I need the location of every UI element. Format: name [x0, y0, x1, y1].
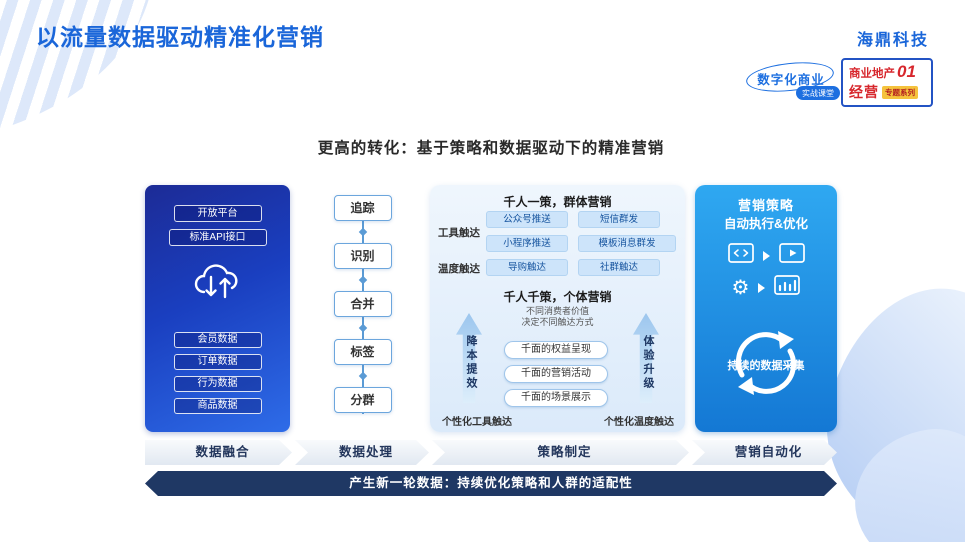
btn-official-account-push: 公众号推送 — [486, 211, 568, 228]
group-marketing-title: 千人一策，群体营销 — [503, 195, 612, 209]
btn-community-reach: 社群触达 — [578, 259, 660, 276]
step-track: 追踪 — [333, 195, 392, 221]
right-arrow-label: 体验升级 — [642, 335, 654, 391]
flow-arrows: 数据融合 数据处理 策略制定 营销自动化 — [145, 440, 837, 465]
series-number: 01 — [897, 62, 916, 81]
step-merge: 合并 — [333, 291, 392, 317]
connector-diamond — [358, 275, 367, 285]
flow-step-automation: 营销自动化 — [692, 440, 837, 465]
flow-step-data-fusion: 数据融合 — [145, 440, 292, 465]
badge-series-row1: 商业地产 01 — [849, 63, 925, 81]
automation-caption: 持续的数据采集 — [727, 360, 805, 372]
series-tag: 专题系列 — [882, 85, 918, 99]
btn-template-message: 模板消息群发 — [578, 235, 676, 252]
flow-step-data-processing: 数据处理 — [295, 440, 429, 465]
pill-member-data: 会员数据 — [173, 332, 262, 348]
btn-miniprogram-push: 小程序推送 — [486, 235, 568, 252]
video-player-icon — [778, 243, 805, 268]
code-window-icon — [727, 243, 754, 268]
badge-series: 商业地产 01 经营 专题系列 — [841, 58, 933, 107]
pill-behavior-data: 行为数据 — [173, 376, 262, 392]
personalized-tool-reach-label: 个性化工具触达 — [442, 417, 512, 428]
brand-logo: 海鼎科技 — [856, 32, 929, 49]
note-line2: 决定不同触达方式 — [521, 317, 594, 327]
bottom-banner: 产生新一轮数据：持续优化策略和人群的适配性 — [145, 471, 837, 496]
panel-data-processing: 追踪 识别 合并 标签 分群 — [300, 185, 425, 432]
pill-standard-api: 标准API接口 — [168, 229, 267, 246]
stamp-main-text: 数字化商业 — [757, 73, 825, 87]
automation-icons-row2: ⚙ — [695, 275, 837, 300]
automation-title-line1: 营销策略 — [737, 198, 794, 213]
series-title: 商业地产 — [849, 68, 895, 80]
warm-reach-label: 温度触达 — [438, 263, 480, 275]
cloud-data-sync-icon — [189, 258, 247, 310]
btn-guide-reach: 导购触达 — [486, 259, 568, 276]
panel-strategy: 千人一策，群体营销 工具触达 温度触达 公众号推送 短信群发 小程序推送 模板消… — [430, 185, 685, 432]
note-line1: 不同消费者价值 — [525, 306, 589, 316]
connector-diamond — [358, 371, 367, 381]
badge-series-row2: 经营 专题系列 — [849, 82, 925, 102]
panel-data-fusion: 开放平台 标准API接口 会员数据 订单数据 行为数据 商品数据 — [145, 185, 290, 432]
individual-marketing-title: 千人千策，个体营销 — [503, 290, 612, 304]
series-word: 经营 — [849, 84, 879, 100]
btn-sms-broadcast: 短信群发 — [578, 211, 660, 228]
automation-icons-row1 — [695, 243, 837, 268]
pill-open-platform: 开放平台 — [173, 205, 262, 222]
step-tag: 标签 — [333, 339, 392, 365]
pill-order-data: 订单数据 — [173, 354, 262, 370]
personalized-warm-reach-label: 个性化温度触达 — [604, 417, 674, 428]
box-scene-display: 千面的场景展示 — [504, 389, 608, 407]
box-marketing-activity: 千面的营销活动 — [504, 365, 608, 383]
arrow-right-icon — [762, 250, 770, 261]
connector-diamond — [358, 227, 367, 237]
stamp-sub-tag: 实战课堂 — [796, 86, 840, 100]
cycle-arrows-icon — [722, 319, 810, 407]
page-title: 以流量数据驱动精准化营销 — [36, 24, 324, 50]
panel-automation: 营销策略 自动执行&优化 ⚙ — [695, 185, 837, 432]
spacer — [145, 310, 290, 332]
connector-diamond — [358, 323, 367, 333]
flow-step-strategy: 策略制定 — [432, 440, 689, 465]
gear-icon: ⚙ — [731, 276, 750, 299]
automation-title-line2: 自动执行&优化 — [723, 217, 809, 231]
step-identify: 识别 — [333, 243, 392, 269]
badge-digital-business: 数字化商业 实战课堂 — [744, 58, 840, 104]
left-arrow-label: 降本提效 — [465, 335, 477, 391]
arrow-right-icon — [758, 282, 766, 293]
box-rights-display: 千面的权益呈现 — [504, 341, 608, 359]
bar-chart-icon — [774, 275, 801, 300]
pill-product-data: 商品数据 — [173, 398, 262, 414]
slide-subtitle: 更高的转化：基于策略和数据驱动下的精准营销 — [317, 140, 665, 157]
tool-reach-label: 工具触达 — [438, 227, 480, 239]
step-segment: 分群 — [333, 387, 392, 413]
diagram: 开放平台 标准API接口 会员数据 订单数据 行为数据 商品数据 追踪 — [145, 185, 837, 432]
